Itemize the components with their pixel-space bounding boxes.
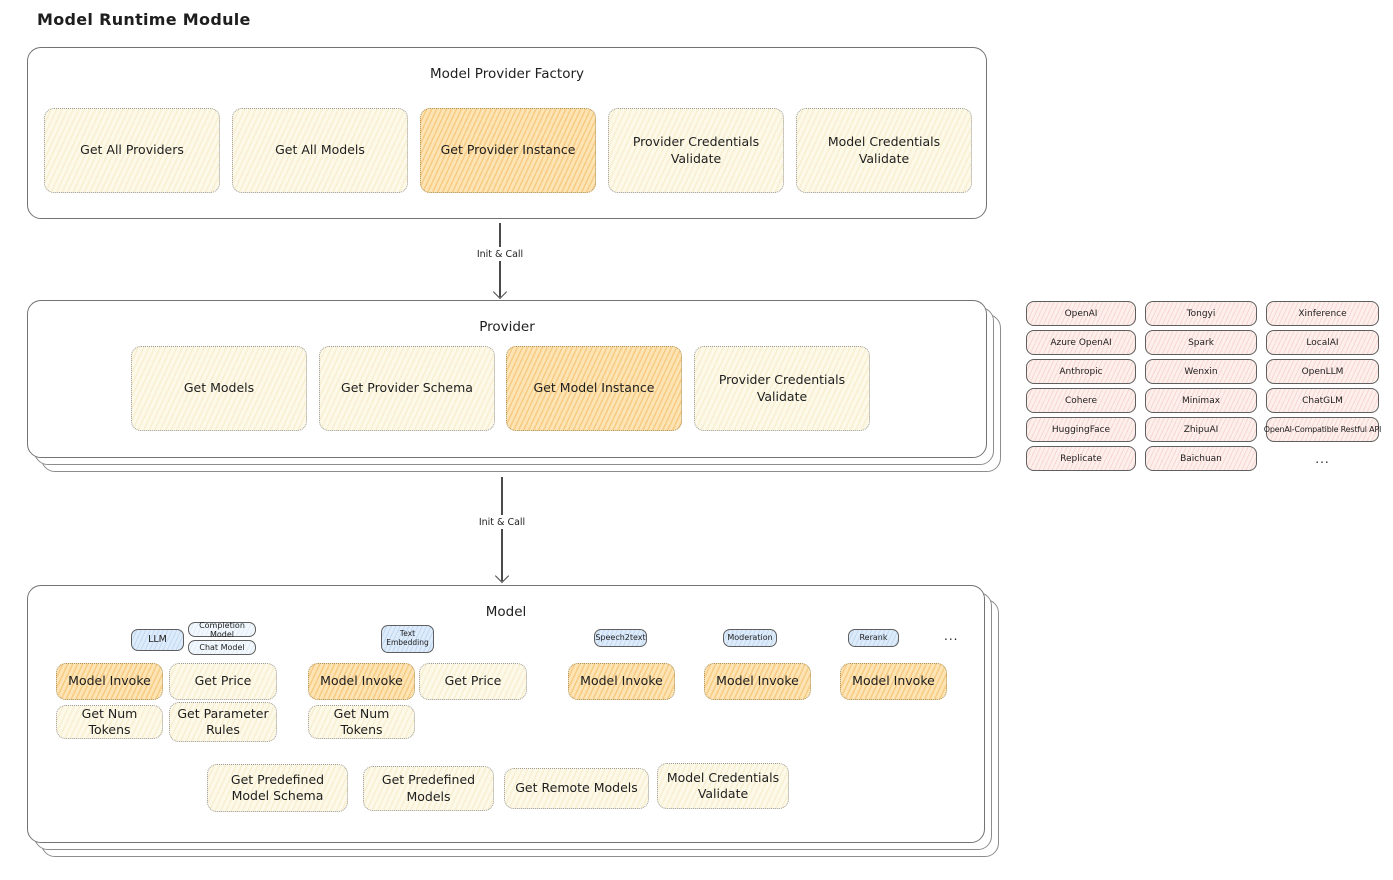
arrow-provider-to-model: Init & Call: [462, 477, 542, 584]
op-embedding-get-price: Get Price: [419, 663, 527, 700]
op-get-provider-instance: Get Provider Instance: [420, 108, 596, 193]
provider-chip-cohere: Cohere: [1026, 388, 1136, 413]
provider-chip-anthropic: Anthropic: [1026, 359, 1136, 384]
provider-chip-openllm: OpenLLM: [1266, 359, 1379, 384]
tag-completion-model: Completion Model: [188, 621, 256, 639]
provider-chip-xinference: Xinference: [1266, 301, 1379, 326]
model-provider-factory-title: Model Provider Factory: [429, 66, 584, 82]
arrow-label-init-call-top: Init & Call: [476, 249, 524, 260]
provider-chip-localai: LocalAI: [1266, 330, 1379, 355]
arrow-line: [501, 477, 503, 515]
arrow-label-init-call-bottom: Init & Call: [478, 517, 526, 528]
op-provider-credentials-validate-2: Provider Credentials Validate: [694, 346, 870, 431]
provider-list-col3: Xinference LocalAI OpenLLM ChatGLM OpenA…: [1264, 301, 1381, 471]
model-tags-more: ...: [944, 629, 959, 643]
arrow-factory-to-provider: Init & Call: [460, 223, 540, 300]
arrow-line: [501, 529, 503, 581]
op-embedding-get-num-tokens: Get Num Tokens: [308, 705, 415, 739]
provider-chip-openai: OpenAI: [1026, 301, 1136, 326]
arrow-line: [499, 223, 501, 247]
op-get-all-providers: Get All Providers: [44, 108, 220, 193]
op-llm-model-invoke: Model Invoke: [56, 663, 163, 700]
provider-chip-baichuan: Baichuan: [1145, 446, 1257, 471]
op-model-credentials-validate: Model Credentials Validate: [796, 108, 972, 193]
op-moderation-model-invoke: Model Invoke: [704, 663, 811, 700]
model-provider-factory-box: Model Provider Factory Get All Providers…: [27, 47, 987, 219]
op-speech2text-model-invoke: Model Invoke: [568, 663, 675, 700]
op-get-model-instance: Get Model Instance: [506, 346, 682, 431]
arrowhead-down-icon: [492, 284, 508, 300]
provider-list-col1: OpenAI Azure OpenAI Anthropic Cohere Hug…: [1026, 301, 1136, 471]
model-title: Model: [485, 604, 527, 620]
op-get-models: Get Models: [131, 346, 307, 431]
provider-list-more: ...: [1315, 451, 1330, 466]
op-get-all-models: Get All Models: [232, 108, 408, 193]
provider-chip-zhipuai: ZhipuAI: [1145, 417, 1257, 442]
provider-chip-openai-compatible: OpenAI-Compatible Restful API: [1264, 417, 1381, 442]
provider-list: OpenAI Azure OpenAI Anthropic Cohere Hug…: [1026, 301, 1381, 471]
arrowhead-down-icon: [494, 568, 510, 584]
tag-speech2text: Speech2text: [594, 629, 647, 647]
op-llm-get-num-tokens: Get Num Tokens: [56, 705, 163, 739]
model-box: Model LLM Completion Model Chat Model Te…: [27, 585, 985, 843]
tag-llm: LLM: [131, 629, 184, 651]
provider-chip-spark: Spark: [1145, 330, 1257, 355]
op-provider-credentials-validate: Provider Credentials Validate: [608, 108, 784, 193]
page-title: Model Runtime Module: [37, 10, 251, 29]
op-embedding-model-invoke: Model Invoke: [308, 663, 415, 700]
tag-text-embedding: Text Embedding: [381, 625, 434, 653]
op-get-predefined-models: Get Predefined Models: [363, 766, 494, 811]
provider-list-col2: Tongyi Spark Wenxin Minimax ZhipuAI Baic…: [1145, 301, 1257, 471]
provider-chip-chatglm: ChatGLM: [1266, 388, 1379, 413]
op-get-predefined-model-schema: Get Predefined Model Schema: [207, 764, 348, 812]
provider-chip-wenxin: Wenxin: [1145, 359, 1257, 384]
op-get-provider-schema: Get Provider Schema: [319, 346, 495, 431]
provider-box: Provider Get Models Get Provider Schema …: [27, 300, 987, 458]
op-model-credentials-validate-2: Model Credentials Validate: [657, 763, 789, 809]
arrow-line: [499, 261, 501, 297]
provider-title: Provider: [479, 319, 535, 335]
provider-chip-tongyi: Tongyi: [1145, 301, 1257, 326]
op-get-remote-models: Get Remote Models: [504, 768, 649, 809]
op-llm-get-price: Get Price: [169, 663, 277, 700]
op-llm-get-parameter-rules: Get Parameter Rules: [169, 702, 277, 742]
provider-chip-minimax: Minimax: [1145, 388, 1257, 413]
op-rerank-model-invoke: Model Invoke: [840, 663, 947, 700]
tag-moderation: Moderation: [723, 629, 777, 647]
provider-chip-azure-openai: Azure OpenAI: [1026, 330, 1136, 355]
provider-chip-huggingface: HuggingFace: [1026, 417, 1136, 442]
tag-rerank: Rerank: [848, 629, 899, 647]
provider-chip-replicate: Replicate: [1026, 446, 1136, 471]
tag-chat-model: Chat Model: [188, 640, 256, 655]
